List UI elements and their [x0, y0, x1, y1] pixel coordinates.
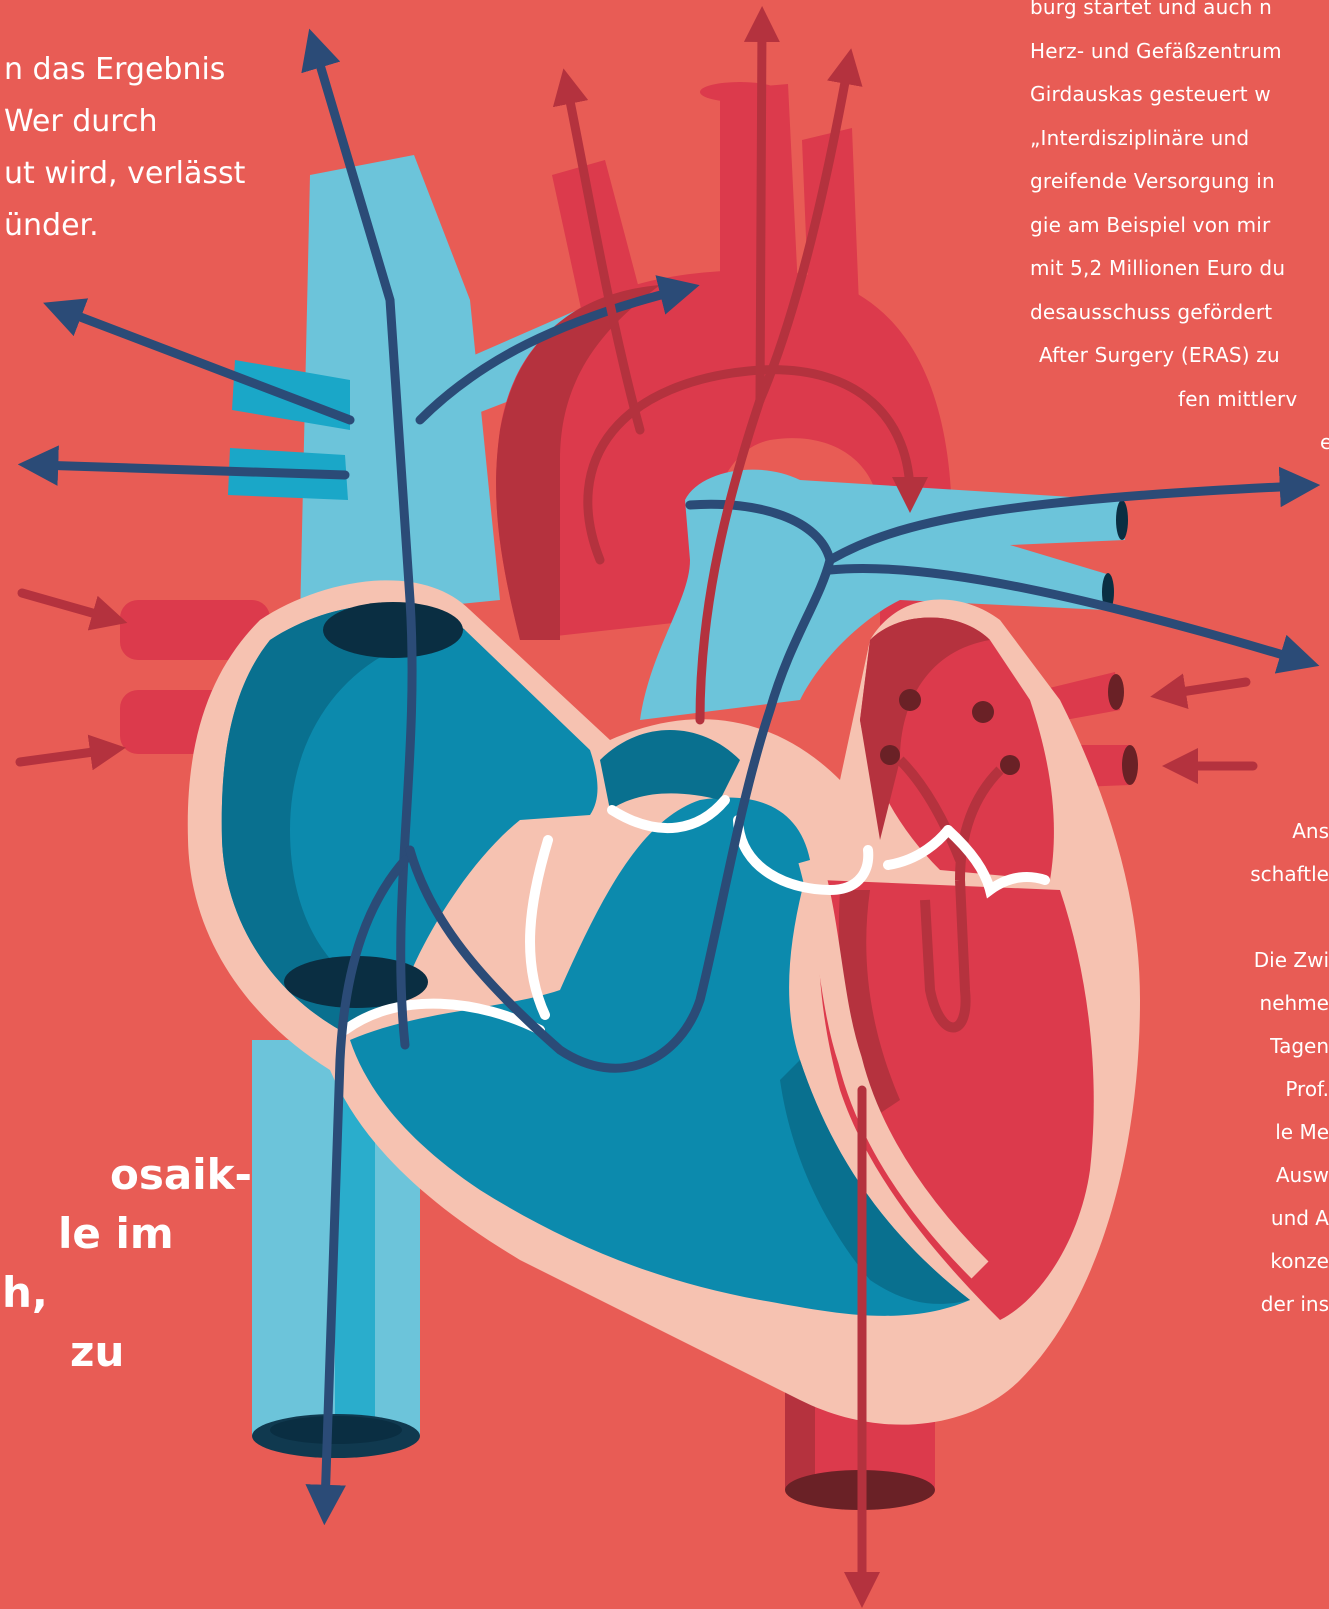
- body-line: greifende Versorgung in: [1030, 160, 1329, 204]
- intro-text: n das Ergebnis Wer durch ut wird, verläs…: [4, 44, 245, 252]
- body-line: Prof.: [1250, 1068, 1329, 1111]
- body-line: [1250, 896, 1329, 939]
- body-line: und A: [1250, 1197, 1329, 1240]
- body-line: After Surgery (ERAS) zu: [1039, 334, 1329, 378]
- headline-line: zu: [70, 1322, 252, 1381]
- body-line: Die Zwi: [1250, 939, 1329, 982]
- body-line: schaftle: [1250, 853, 1329, 896]
- body-line: Tagen: [1250, 1025, 1329, 1068]
- intro-line: Wer durch: [4, 96, 245, 148]
- top-right-text: burg startet und auch n Herz- und Gefäßz…: [1030, 0, 1329, 465]
- body-line: desausschuss gefördert: [1030, 291, 1329, 335]
- intro-line: ünder.: [4, 200, 245, 252]
- body-line: fen mittlerv: [1178, 378, 1329, 422]
- intro-line: n das Ergebnis: [4, 44, 245, 96]
- body-line: gie am Beispiel von mir: [1030, 204, 1329, 248]
- body-line: Girdauskas gesteuert w: [1030, 73, 1329, 117]
- body-line: burg startet und auch n: [1030, 0, 1329, 30]
- headline-line: le im: [58, 1204, 252, 1263]
- headline: osaik- le im h, zu: [2, 1145, 252, 1381]
- body-line: Ans: [1250, 810, 1329, 853]
- body-line: der ins: [1250, 1283, 1329, 1326]
- body-line: le Me: [1250, 1111, 1329, 1154]
- body-line: e: [1320, 421, 1329, 465]
- body-line: mit 5,2 Millionen Euro du: [1030, 247, 1329, 291]
- body-line: Ausw: [1250, 1154, 1329, 1197]
- right-text: Ans schaftle Die Zwi nehme Tagen Prof. l…: [1250, 810, 1329, 1326]
- body-line: konze: [1250, 1240, 1329, 1283]
- intro-line: ut wird, verlässt: [4, 148, 245, 200]
- headline-line: h,: [2, 1263, 252, 1322]
- body-line: Herz- und Gefäßzentrum: [1030, 30, 1329, 74]
- body-line: nehme: [1250, 982, 1329, 1025]
- headline-line: osaik-: [110, 1145, 252, 1204]
- body-line: „Interdisziplinäre und: [1030, 117, 1329, 161]
